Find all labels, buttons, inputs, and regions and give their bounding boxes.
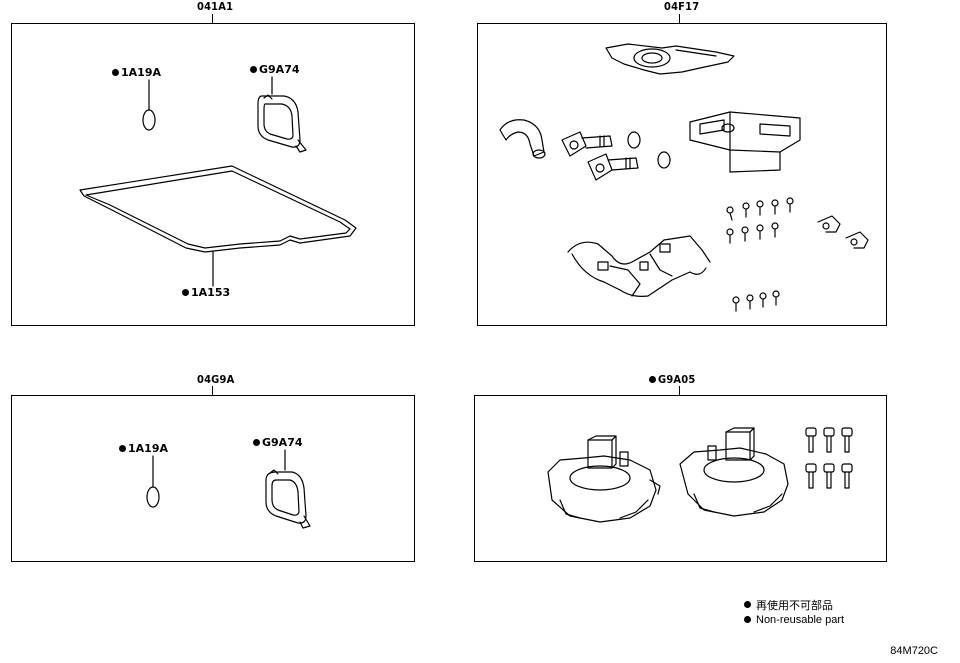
part-label-1a19a: 1A19A [119,442,168,455]
kit-box-041a1 [11,23,415,326]
actuator-drawing [547,435,661,523]
screw-set-drawing [732,290,780,312]
control-module-drawing [689,111,801,173]
o-ring-drawing [146,455,160,508]
legend-english: Non-reusable part [756,613,845,626]
part-label-1a19a: 1A19A [112,66,161,79]
hose-drawing [499,119,546,159]
o-ring-drawing [142,79,156,131]
clip-drawing [817,215,869,249]
title-leader [679,14,680,24]
cover-gasket-drawing [79,165,357,287]
diagram-reference: 84M720C [890,645,938,657]
bolt-set-drawing [805,427,853,489]
kit-box-04f17 [477,23,887,326]
title-leader [212,14,213,24]
kit-box-g9a05 [474,395,887,562]
non-reusable-dot-icon [649,376,656,383]
kit-title-041a1: 041A1 [197,0,234,13]
kit-title-04g9a: 04G9A [197,373,235,386]
gasket-drawing [265,449,311,529]
part-label-g9a74: G9A74 [253,436,303,449]
actuator-drawing [679,427,789,517]
legend: 再使用不可部品 Non-reusable part [744,597,844,627]
non-reusable-dot-icon [182,289,189,296]
legend-japanese: 再使用不可部品 [756,599,833,612]
part-label-g9a74: G9A74 [250,63,300,76]
title-leader [212,386,213,396]
o-ring-drawing [657,151,671,169]
non-reusable-dot-icon [744,616,751,623]
gasket-drawing [257,76,307,153]
kit-title-04f17: 04F17 [664,0,700,13]
o-ring-drawing [627,131,641,149]
legend-row-japanese: 再使用不可部品 [744,597,844,612]
part-label-1a153: 1A153 [182,286,230,299]
non-reusable-dot-icon [250,66,257,73]
non-reusable-dot-icon [119,445,126,452]
kit-title-g9a05: G9A05 [649,373,695,386]
legend-row-english: Non-reusable part [744,612,844,627]
cover-plate-drawing [605,43,735,75]
kit-box-04g9a [11,395,415,562]
non-reusable-dot-icon [253,439,260,446]
title-leader [679,386,680,396]
wire-harness-drawing [567,235,711,297]
union-bolt-drawing [561,131,639,181]
screw-set-drawing [726,197,794,244]
non-reusable-dot-icon [112,69,119,76]
non-reusable-dot-icon [744,601,751,608]
